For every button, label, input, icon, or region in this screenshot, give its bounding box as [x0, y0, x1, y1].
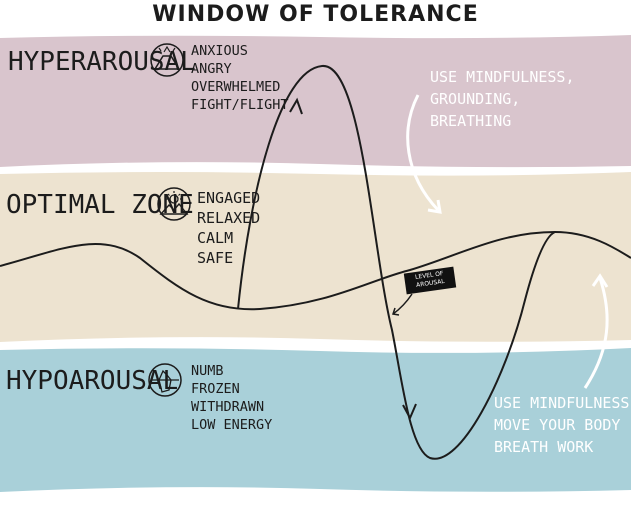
state-item: NUMB [191, 363, 224, 379]
state-item: CALM [197, 229, 234, 247]
hyperarousal-states: ANXIOUS ANGRY OVERWHELMED FIGHT/FLIGHT [191, 42, 289, 114]
page-title: WINDOW OF TOLERANCE [152, 2, 479, 27]
state-item: ANXIOUS [191, 43, 248, 59]
volcano-icon [150, 43, 184, 77]
arousal-tag-pointer [392, 293, 413, 315]
state-item: ANGRY [191, 61, 232, 77]
advice-line: MOVE YOUR BODY [494, 416, 621, 434]
iceberg-icon [148, 363, 182, 397]
advice-line: BREATHING [430, 112, 512, 130]
advice-line: USE MINDFULNESS, [430, 68, 575, 86]
hypoarousal-band [0, 348, 631, 492]
arrowhead-up-icon [289, 97, 303, 115]
advice-line: USE MINDFULNESS [494, 394, 630, 412]
arousal-wave-line [0, 230, 631, 311]
state-item: SAFE [197, 249, 234, 267]
state-item: WITHDRAWN [191, 399, 265, 415]
hypoarousal-states: NUMB FROZEN WITHDRAWN LOW ENERGY [191, 362, 272, 434]
hyperarousal-band [0, 35, 631, 168]
sun-mountain-icon [157, 187, 191, 221]
state-item: OVERWHELMED [191, 79, 281, 95]
arrowhead-down-icon [402, 403, 417, 421]
hyperarousal-advice: USE MINDFULNESS, GROUNDING, BREATHING [430, 66, 575, 132]
state-item: ENGAGED [197, 189, 261, 207]
advice-line: GROUNDING, [430, 90, 521, 108]
advice-arrow-up [583, 277, 609, 389]
arousal-excursion-line [237, 64, 556, 460]
optimal-states: ENGAGED RELAXED CALM SAFE [197, 188, 260, 268]
state-item: FROZEN [191, 381, 240, 397]
state-item: RELAXED [197, 209, 261, 227]
advice-line: BREATH WORK [494, 438, 594, 456]
hypoarousal-advice: USE MINDFULNESS MOVE YOUR BODY BREATH WO… [494, 392, 629, 458]
advice-arrow-down [406, 94, 440, 212]
optimal-band [0, 172, 631, 342]
state-item: FIGHT/FLIGHT [191, 97, 289, 113]
state-item: LOW ENERGY [191, 417, 273, 433]
